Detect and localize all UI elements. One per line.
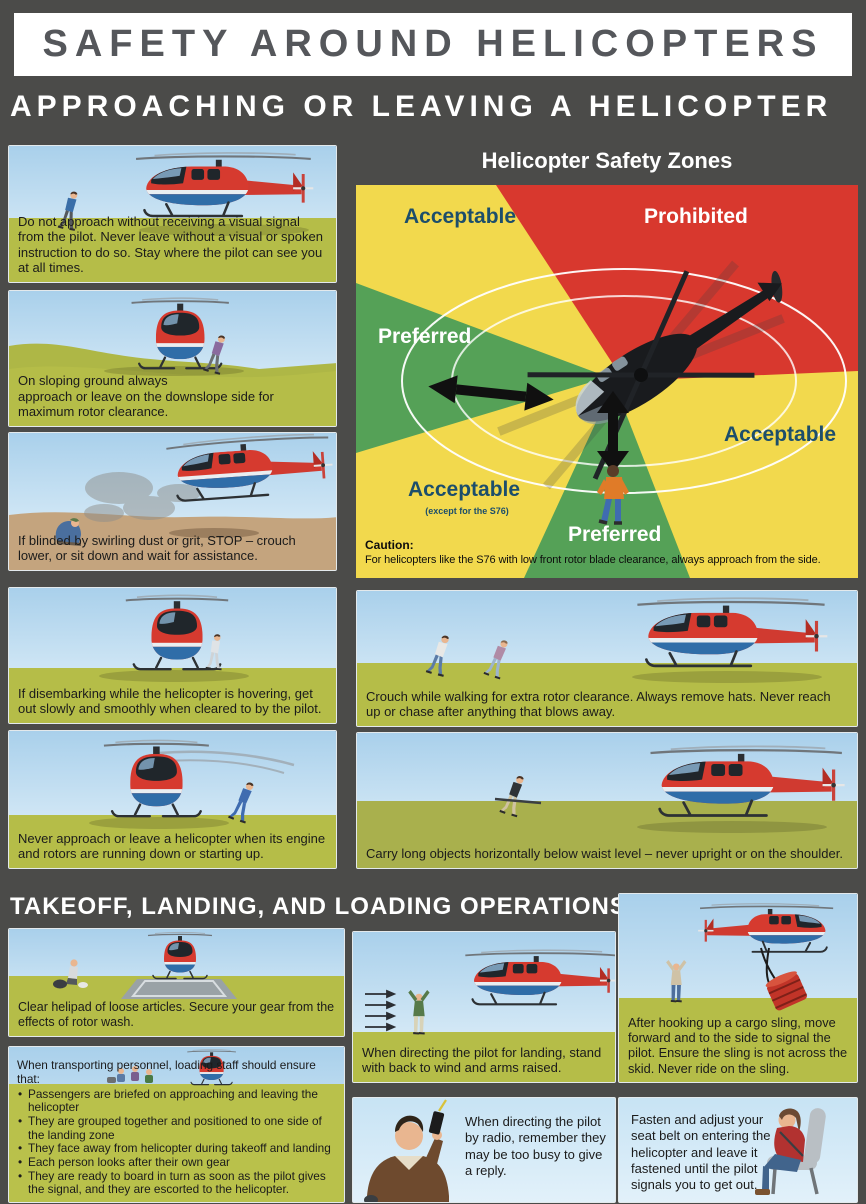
bullet-item: They are grouped together and positioned… xyxy=(17,1114,336,1142)
panel-transporting-personnel: When transporting personnel, loading sta… xyxy=(8,1046,345,1203)
approach-arrow-left xyxy=(428,375,554,411)
zone-label-prohibited: Prohibited xyxy=(644,205,748,228)
panel-caption: When directing the pilot by radio, remem… xyxy=(465,1114,606,1178)
section-heading-approaching: APPROACHING OR LEAVING A HELICOPTER xyxy=(10,90,833,123)
panel-caption: If blinded by swirling dust or grit, STO… xyxy=(18,532,296,564)
panel-caption: Crouch while walking for extra rotor cle… xyxy=(366,688,831,720)
panel-caption: Fasten and adjust your seat belt on ente… xyxy=(631,1112,771,1192)
disembark-illustration xyxy=(9,588,336,723)
panel-caption: Do not approach without receiving a visu… xyxy=(18,213,323,276)
zone-label-acceptable-top-left: Acceptable xyxy=(404,205,517,228)
crouch-walking-illustration xyxy=(357,591,857,726)
panel-crouch-walking: Crouch while walking for extra rotor cle… xyxy=(356,590,858,727)
crouching-person xyxy=(55,518,81,546)
panel-directing-landing: When directing the pilot for landing, st… xyxy=(352,931,616,1083)
transporting-text: When transporting personnel, loading sta… xyxy=(9,1056,344,1202)
panel-approach-signal: Do not approach without receiving a visu… xyxy=(8,145,337,283)
clear-helipad-illustration xyxy=(9,929,344,1036)
transporting-bullet-list: Passengers are briefed on approaching an… xyxy=(17,1087,336,1197)
panel-caption: If disembarking while the helicopter is … xyxy=(18,685,322,717)
helicopter-top-view xyxy=(497,260,785,490)
panel-caption: Never approach or leave a helicopter whe… xyxy=(18,830,326,862)
cargo-barrel xyxy=(765,971,808,1011)
safety-zones-title: Helicopter Safety Zones xyxy=(481,148,733,173)
approach-signal-illustration xyxy=(9,146,336,282)
dust-illustration xyxy=(9,433,336,570)
panel-disembark-hover: If disembarking while the helicopter is … xyxy=(8,587,337,724)
panel-cargo-sling: After hooking up a cargo sling, move for… xyxy=(618,893,858,1083)
transporting-intro: When transporting personnel, loading sta… xyxy=(17,1058,316,1086)
cargo-sling-illustration xyxy=(619,894,857,1082)
bullet-item: They are ready to board in turn as soon … xyxy=(17,1169,336,1197)
zone-label-acceptable-right: Acceptable xyxy=(724,423,837,446)
panel-directing-radio: When directing the pilot by radio, remem… xyxy=(352,1097,616,1203)
safety-zones-graphic xyxy=(356,185,858,578)
panel-caption: On sloping ground always approach or lea… xyxy=(18,373,274,420)
panel-rotors-running: Never approach or leave a helicopter whe… xyxy=(8,730,337,869)
bullet-item: Passengers are briefed on approaching an… xyxy=(17,1087,336,1115)
zone-label-s76-note: (except for the S76) xyxy=(425,506,509,516)
panel-carry-objects: Carry long objects horizontally below wa… xyxy=(356,732,858,869)
person-carrying-object xyxy=(494,773,542,818)
caution-text: For helicopters like the S76 with low fr… xyxy=(365,554,821,566)
radio-person-illustration xyxy=(364,1099,449,1202)
wind-arrows xyxy=(365,989,397,1032)
carry-objects-illustration xyxy=(357,733,857,868)
kneeling-person xyxy=(53,959,88,989)
bullet-item: They face away from helicopter during ta… xyxy=(17,1142,336,1156)
caution-label: Caution: xyxy=(365,538,414,552)
panel-caption: After hooking up a cargo sling, move for… xyxy=(628,1014,848,1076)
panel-sloping-ground: On sloping ground always approach or lea… xyxy=(8,290,337,427)
section-heading-takeoff: TAKEOFF, LANDING, AND LOADING OPERATIONS xyxy=(10,893,627,920)
panel-caption: Carry long objects horizontally below wa… xyxy=(366,846,843,862)
directing-landing-illustration xyxy=(353,932,615,1082)
panel-caption: When directing the pilot for landing, st… xyxy=(362,1044,602,1076)
approaching-person xyxy=(597,465,629,525)
zone-label-preferred-bottom: Preferred xyxy=(568,523,662,546)
rotors-running-illustration xyxy=(9,731,336,868)
zone-label-acceptable-bottom-left: Acceptable xyxy=(408,478,521,501)
poster-title: SAFETY AROUND HELICOPTERS xyxy=(42,23,824,65)
zone-label-preferred-left: Preferred xyxy=(378,325,472,348)
panel-clear-helipad: Clear helipad of loose articles. Secure … xyxy=(8,928,345,1037)
panel-seat-belt: Fasten and adjust your seat belt on ente… xyxy=(618,1097,858,1203)
seated-group xyxy=(107,1066,153,1083)
panel-caption: Clear helipad of loose articles. Secure … xyxy=(18,1000,335,1029)
seated-passenger-illustration xyxy=(755,1108,826,1195)
poster-title-box: SAFETY AROUND HELICOPTERS xyxy=(14,13,852,76)
panel-dust: If blinded by swirling dust or grit, STO… xyxy=(8,432,337,571)
safety-zones-diagram: Acceptable Prohibited Preferred Acceptab… xyxy=(356,185,858,578)
approach-arrow-bottom xyxy=(597,391,629,473)
bullet-item: Each person looks after their own gear xyxy=(17,1155,336,1170)
sloping-ground-illustration xyxy=(9,291,336,426)
